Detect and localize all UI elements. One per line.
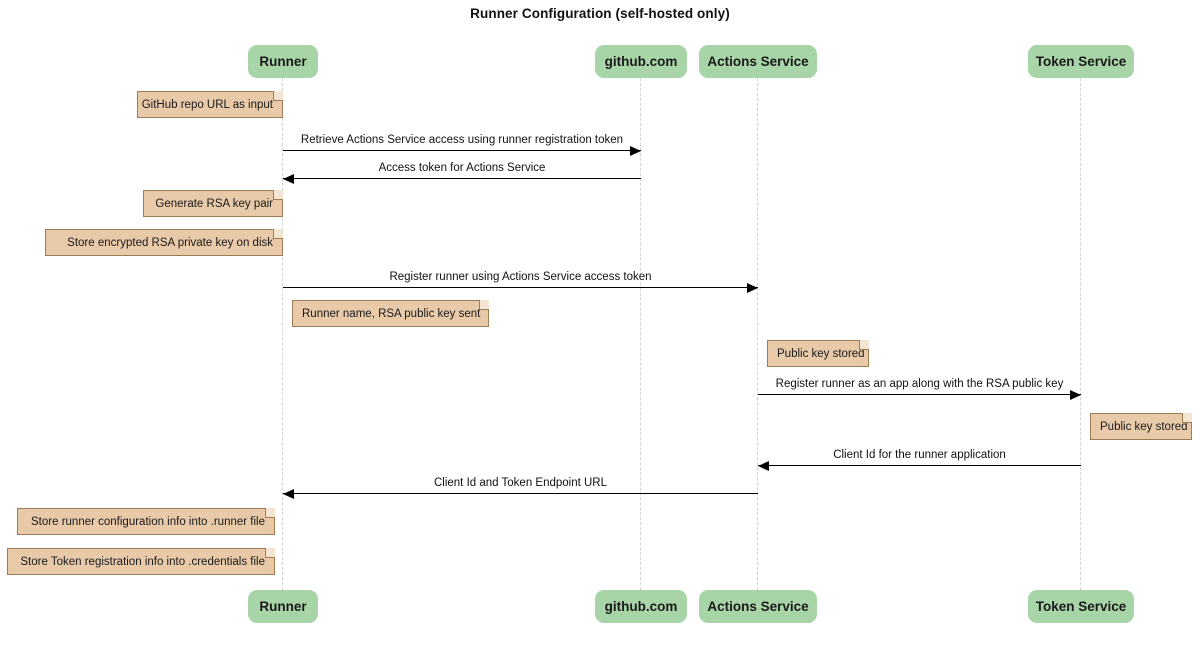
note-text: Runner name, RSA public key sent	[302, 307, 481, 320]
note-store-token-reg: Store Token registration info into .cred…	[7, 548, 275, 575]
participant-label: Runner	[259, 54, 307, 69]
msg-access-token-line	[283, 178, 641, 179]
note-text: Public key stored	[1100, 420, 1188, 433]
note-fold-corner-icon	[265, 548, 275, 558]
msg-register-runner-label: Register runner using Actions Service ac…	[389, 271, 652, 283]
note-generate-rsa-key-pair: Generate RSA key pair	[143, 190, 283, 217]
note-fold-corner-icon	[273, 190, 283, 200]
lifeline-actions	[757, 78, 759, 590]
note-fold-corner-icon	[265, 508, 275, 518]
note-fold-corner-icon	[859, 340, 869, 350]
participant-actions-bottom[interactable]: Actions Service	[699, 590, 817, 623]
msg-register-runner-as-app-arrowhead	[1070, 389, 1081, 400]
msg-register-runner-line	[283, 287, 758, 288]
note-runner-name-rsa-public: Runner name, RSA public key sent	[292, 300, 489, 327]
participant-token-top[interactable]: Token Service	[1028, 45, 1134, 78]
participant-label: Runner	[259, 599, 307, 614]
note-github-repo-url: GitHub repo URL as input	[137, 91, 283, 118]
msg-access-token-label: Access token for Actions Service	[378, 162, 546, 174]
msg-client-id-token-url-line	[283, 493, 758, 494]
participant-label: Token Service	[1035, 599, 1127, 614]
participant-label: Token Service	[1035, 54, 1127, 69]
participant-runner-bottom[interactable]: Runner	[248, 590, 318, 623]
lifeline-github	[640, 78, 642, 590]
note-text: Public key stored	[777, 347, 865, 360]
participant-runner-top[interactable]: Runner	[248, 45, 318, 78]
note-public-key-stored-a: Public key stored	[767, 340, 869, 367]
note-fold-corner-icon	[273, 91, 283, 101]
msg-retrieve-actions-access-line	[283, 150, 641, 151]
participant-github-bottom[interactable]: github.com	[595, 590, 687, 623]
participant-token-bottom[interactable]: Token Service	[1028, 590, 1134, 623]
msg-access-token-arrowhead	[283, 173, 294, 184]
note-text: Store encrypted RSA private key on disk	[67, 236, 273, 249]
participant-label: Actions Service	[707, 54, 809, 69]
lifeline-token	[1080, 78, 1082, 590]
participant-actions-top[interactable]: Actions Service	[699, 45, 817, 78]
msg-register-runner-as-app-line	[758, 394, 1081, 395]
msg-client-id-runner-app-arrowhead	[758, 460, 769, 471]
note-fold-corner-icon	[1182, 413, 1192, 423]
participant-github-top[interactable]: github.com	[595, 45, 687, 78]
note-text: Generate RSA key pair	[155, 197, 273, 210]
msg-client-id-runner-app-label: Client Id for the runner application	[833, 449, 1006, 461]
msg-client-id-token-url-label: Client Id and Token Endpoint URL	[433, 477, 608, 489]
note-store-runner-config: Store runner configuration info into .ru…	[17, 508, 275, 535]
msg-register-runner-as-app-label: Register runner as an app along with the…	[775, 378, 1064, 390]
participant-label: Actions Service	[707, 599, 809, 614]
msg-register-runner-arrowhead	[747, 282, 758, 293]
lifeline-runner	[282, 78, 284, 590]
note-text: Store Token registration info into .cred…	[20, 555, 265, 568]
note-public-key-stored-b: Public key stored	[1090, 413, 1192, 440]
participant-label: github.com	[604, 54, 678, 69]
note-store-encrypted-rsa: Store encrypted RSA private key on disk	[45, 229, 283, 256]
msg-retrieve-actions-access-arrowhead	[630, 145, 641, 156]
msg-client-id-runner-app-line	[758, 465, 1081, 466]
diagram-title: Runner Configuration (self-hosted only)	[470, 6, 730, 21]
note-text: GitHub repo URL as input	[141, 98, 273, 111]
msg-retrieve-actions-access-label: Retrieve Actions Service access using ru…	[300, 134, 624, 146]
participant-label: github.com	[604, 599, 678, 614]
note-fold-corner-icon	[479, 300, 489, 310]
note-text: Store runner configuration info into .ru…	[31, 515, 265, 528]
note-fold-corner-icon	[273, 229, 283, 239]
msg-client-id-token-url-arrowhead	[283, 488, 294, 499]
